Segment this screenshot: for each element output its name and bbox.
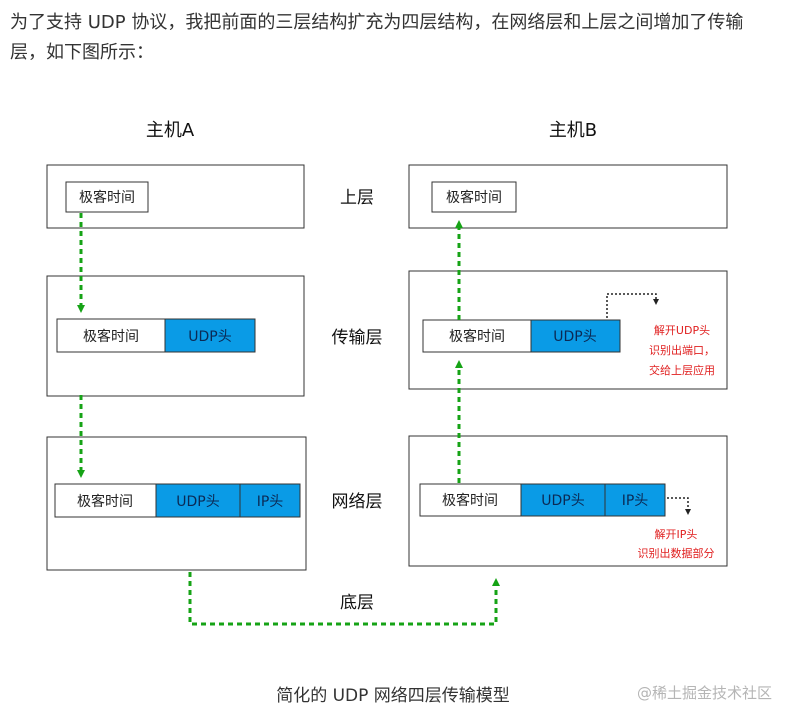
- host-a-udp-header-text: UDP头: [188, 329, 231, 345]
- host-a-network-udp-cell: [155, 483, 241, 518]
- host-a-ip-header-text: IP头: [257, 494, 284, 510]
- watermark: @稀土掘金技术社区: [636, 684, 772, 702]
- host-a-transport-data-cell: [56, 318, 166, 353]
- host-b-ip-header-cell: [604, 483, 666, 517]
- pointer-ip-note: [667, 497, 691, 515]
- layer-label-transport: 传输层: [332, 328, 383, 348]
- note-ip-line-2: 识别出数据部分: [638, 546, 715, 560]
- host-a-network-data-text: 极客时间: [77, 493, 133, 510]
- host-b-network-udp-cell: [520, 483, 606, 517]
- host-a-udp-header-cell: [164, 318, 256, 353]
- host-b-upper-data-cell: [431, 181, 517, 213]
- host-b-transport-data-text: 极客时间: [449, 328, 505, 345]
- host-a-transport-data-text: 极客时间: [83, 328, 139, 345]
- layer-label-upper: 上层: [340, 188, 374, 208]
- arrow-bottom-link: [188, 572, 500, 626]
- layer-label-bottom: 底层: [340, 593, 374, 613]
- host-b-transport-data-cell: [422, 319, 532, 353]
- host-b-udp-header-text: UDP头: [553, 329, 596, 345]
- figure-caption: 简化的 UDP 网络四层传输模型: [276, 686, 510, 706]
- note-ip-line-1: 解开IP头: [655, 527, 698, 541]
- host-b-udp-header-cell: [530, 319, 621, 353]
- host-b-network-data-cell: [419, 483, 522, 517]
- host-b-network-data-text: 极客时间: [442, 492, 498, 509]
- host-a-upper-data-cell: [65, 181, 149, 213]
- host-a-upper-data-text: 极客时间: [79, 189, 135, 206]
- host-a-network-data-cell: [54, 483, 157, 518]
- host-b-title: 主机B: [549, 120, 597, 141]
- host-a-network-udp-text: UDP头: [176, 494, 219, 510]
- note-udp-line-2: 识别出端口，: [649, 343, 715, 357]
- note-udp-line-1: 解开UDP头: [654, 323, 710, 337]
- pointer-udp-note: [606, 293, 659, 318]
- host-a-ip-header-cell: [239, 483, 301, 518]
- intro-paragraph: 为了支持 UDP 协议，我把前面的三层结构扩充为四层结构，在网络层和上层之间增加…: [10, 12, 744, 63]
- host-b-network-udp-text: UDP头: [541, 493, 584, 509]
- note-udp-line-3: 交给上层应用: [649, 363, 715, 377]
- host-b-upper-data-text: 极客时间: [446, 189, 502, 206]
- host-a-title: 主机A: [146, 120, 195, 141]
- host-b-ip-header-text: IP头: [622, 493, 649, 509]
- layer-label-network: 网络层: [332, 492, 383, 512]
